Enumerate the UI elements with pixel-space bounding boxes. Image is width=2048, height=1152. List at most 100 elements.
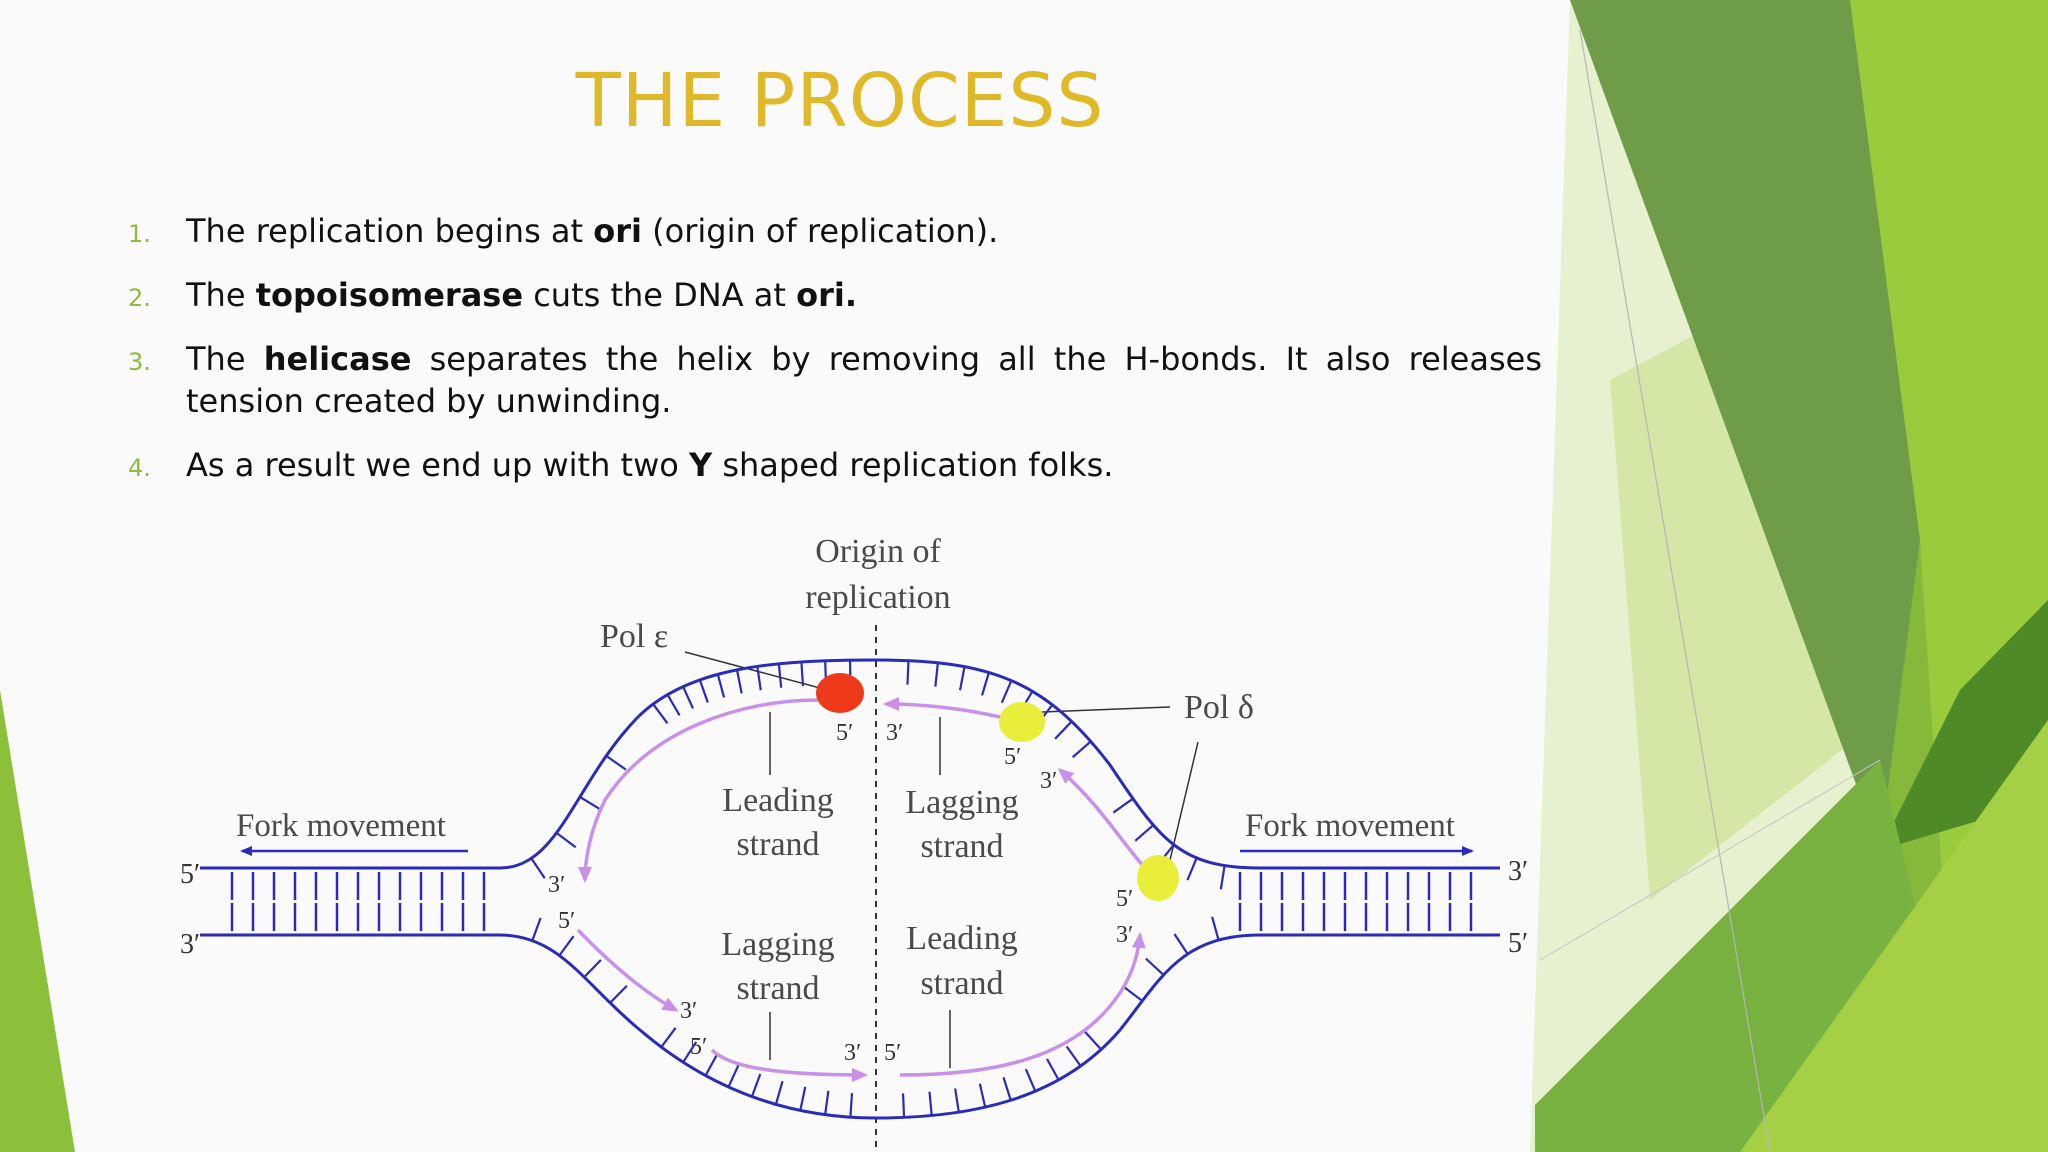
leading-bottom-label-1: Leading [906,920,1017,957]
bullet-number: 2. [128,284,151,312]
strand-tick [750,1073,762,1097]
strand-tick [1071,740,1092,759]
prime-label: 5′ [558,908,575,934]
bullet-text: As a result we end up with two [186,446,689,484]
left-green-sliver [0,690,75,1152]
strand-tick [735,669,743,694]
prime-label: 3′ [680,998,697,1024]
new-strands [576,697,1147,1082]
lagging-bottom-label-1: Lagging [721,926,834,963]
leading-strand-top [578,698,819,883]
lagging-strand-bottom-2 [710,1048,868,1082]
strand-tick [682,1041,698,1063]
end-right-bottom: 5′ [1508,928,1528,959]
right-thin-line [1579,29,1771,1152]
bullet-list: 1.The replication begins at ori (origin … [128,210,1542,508]
strand-tick [579,795,601,811]
prime-label: 3′ [886,720,903,746]
strand-tick [958,666,966,691]
bullet-bold-text: ori [593,212,642,250]
strand-tick [1002,1077,1012,1101]
end-right-top: 3′ [1508,856,1528,887]
prime-label: 3′ [1116,922,1133,948]
strand-tick [605,754,627,771]
bullet-bold-text: helicase [263,340,412,378]
right-pale-wedge [1610,300,1880,900]
prime-label: 3′ [844,1040,861,1066]
prime-label: 5′ [836,720,853,746]
fork-movement-left-label: Fork movement [236,808,446,844]
end-left-bottom: 3′ [180,929,200,960]
leading-top-label-1: Leading [722,782,833,819]
strand-tick [978,1083,987,1108]
strand-tick [609,984,628,1004]
strand-tick [1065,1045,1082,1067]
strand-tick [1054,720,1073,740]
strand-tick [774,1080,784,1105]
strand-tick [1024,1068,1037,1092]
bullet-text: The replication begins at [186,212,594,250]
strand-tick [980,672,990,696]
strand-tick [799,1086,807,1111]
strand-tick [928,1091,933,1116]
bullet-text: (origin of replication). [641,212,999,250]
end-left-top: 5′ [180,859,200,890]
strand-tick [530,857,546,879]
right-thin-line-2 [1539,759,1881,961]
origin-label-line1: Origin of [815,533,941,570]
lagging-strand-top-2 [1057,768,1147,870]
strand-tick [1134,824,1155,842]
strand-tick [934,662,939,687]
strand-tick [906,660,910,685]
lagging-strand-top-1 [883,697,1001,719]
bullet-bold-text: Y [689,446,713,484]
lagging-top-label-1: Lagging [905,784,1018,821]
bullet-number: 3. [128,348,151,376]
prime-label: 5′ [1116,886,1133,912]
bullet-item: 1.The replication begins at ori (origin … [128,210,1542,252]
strand-tick [698,679,709,703]
strand-tick [555,831,577,849]
strand-tick [531,917,542,941]
right-bottom-light [1740,720,2048,1152]
strand-tick [682,686,694,709]
bullet-text: The [186,340,264,378]
parental-strand-bottom [200,933,1500,1120]
strand-tick [1186,857,1198,881]
bullet-number: 4. [128,454,151,482]
prime-label: 5′ [1004,744,1021,770]
strand-tick [777,663,783,688]
dna-replication-diagram: Origin of replication Pol ε Pol δ Fork m… [180,533,1528,1152]
lagging-bottom-label-2: strand [736,970,819,1007]
strand-tick [824,1090,830,1115]
pol-delta-enzyme-top [999,702,1045,742]
dna-strands [200,658,1500,1120]
prime-label: 5′ [884,1040,901,1066]
pol-epsilon-pointer [684,651,821,689]
strand-tick [756,666,762,691]
strand-tick [727,1064,740,1088]
leading-top-label-2: strand [736,826,819,863]
bullet-text: separates the helix by removing all the … [186,340,1543,420]
strand-tick [800,661,805,687]
bullet-bold-text: ori. [796,276,858,314]
bullet-text: shaped replication folks. [712,446,1114,484]
fork-movement-right-label: Fork movement [1245,808,1455,844]
strand-tick [1219,865,1226,890]
leading-bottom-label-2: strand [920,965,1003,1002]
strand-tick [1112,797,1134,814]
strand-tick [901,1093,906,1118]
prime-label: 5′ [690,1034,707,1060]
bullet-bold-text: topoisomerase [255,276,524,314]
strand-tick [1122,985,1143,1002]
strand-tick [583,959,602,978]
strand-tick [716,674,726,698]
parental-strand-top [200,658,1500,870]
lagging-top-label-2: strand [920,828,1003,865]
strand-tick [954,1088,960,1113]
strand-tick [1173,933,1189,955]
pol-epsilon-enzyme [816,673,864,713]
strand-tick [1046,1058,1060,1081]
strand-tick [849,1093,854,1118]
